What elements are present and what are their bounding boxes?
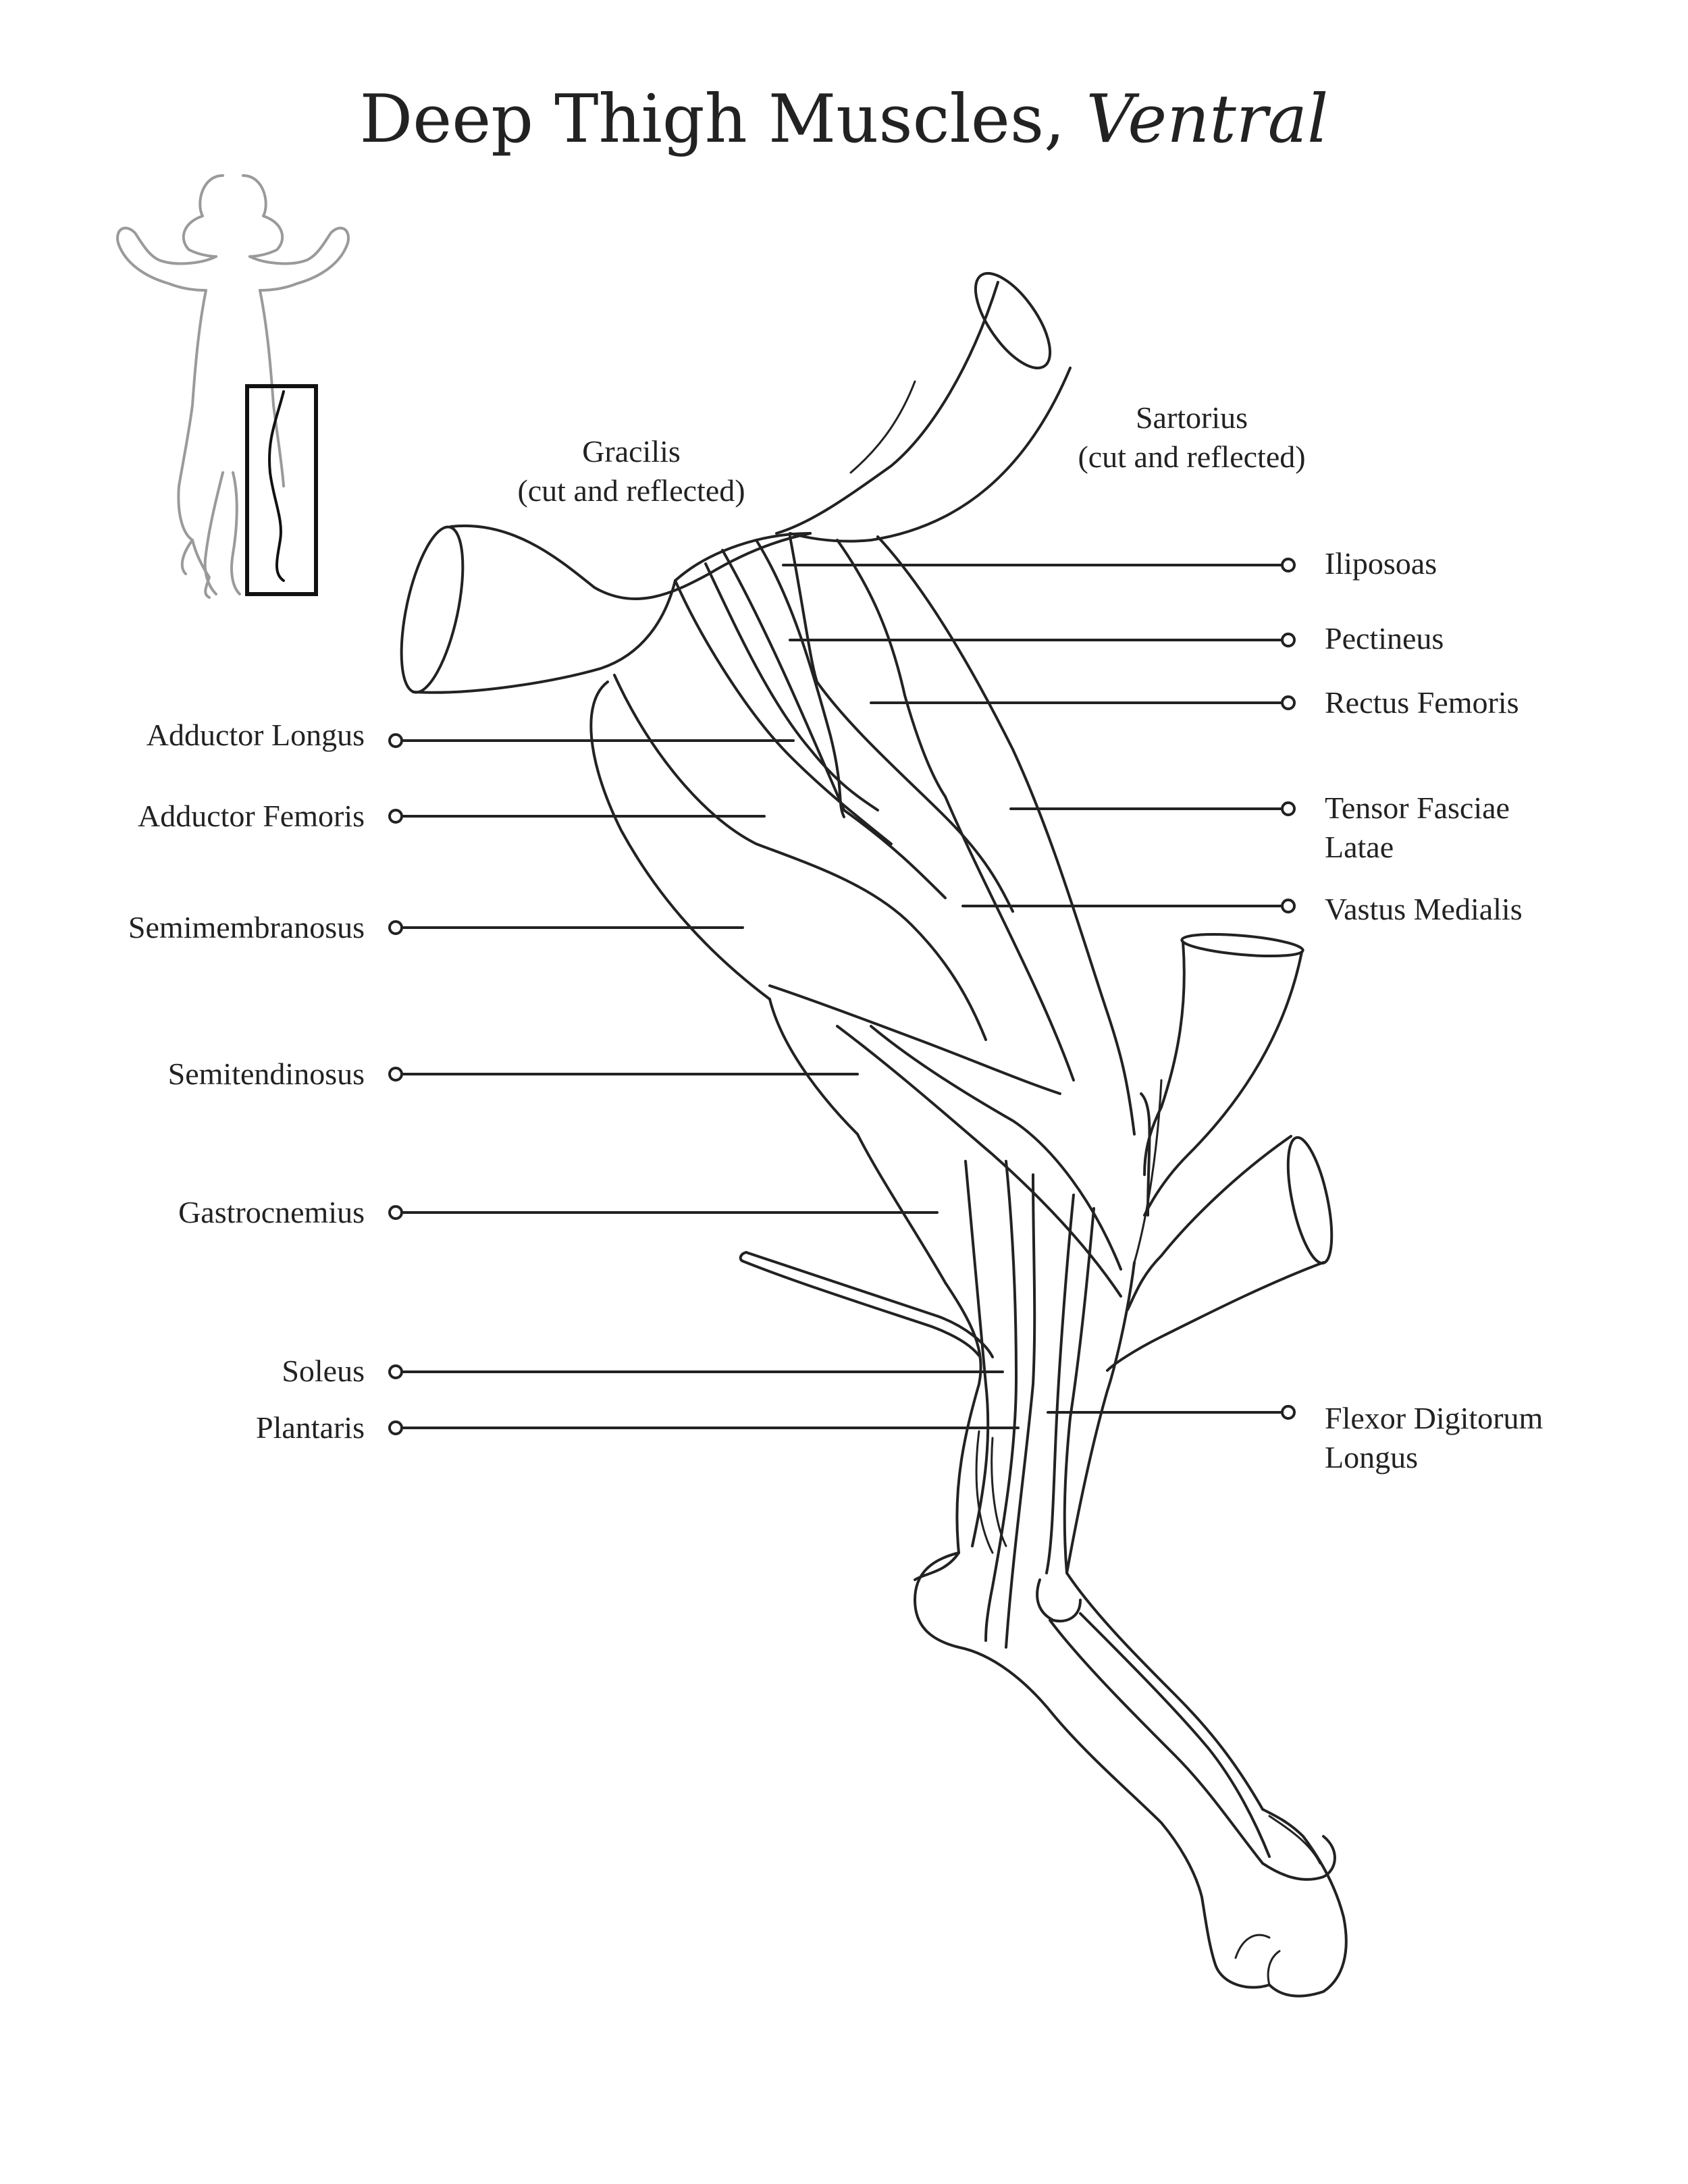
leader-lines-right	[782, 564, 1290, 1414]
locator-figure	[116, 174, 350, 599]
label-plantaris: Plantaris	[256, 1410, 365, 1445]
reflected-flaps-drawing	[1106, 932, 1334, 1372]
label-tensor-fasciae-latae: Tensor Fasciae Latae	[1325, 791, 1510, 864]
leader-lines-left	[394, 739, 1020, 1429]
tendon-strap-drawing	[739, 1251, 994, 1358]
label-flexor-digitorum-longus: Flexor Digitorum Longus	[1325, 1401, 1544, 1474]
sartorius-muscle-drawing	[775, 271, 1072, 543]
page-title: Deep Thigh Muscles, Ventral	[0, 81, 1688, 158]
label-adductor-longus: Adductor Longus	[146, 718, 365, 752]
label-pectineus: Pectineus	[1325, 621, 1444, 656]
label-soleus: Soleus	[282, 1354, 365, 1388]
title-view: Ventral	[1086, 81, 1329, 158]
label-gracilis: Gracilis (cut and reflected)	[517, 434, 745, 508]
locator-highlight-box	[245, 384, 318, 596]
thigh-muscles-drawing	[589, 535, 1151, 1649]
locator-leg-highlight	[268, 390, 285, 582]
label-semitendinosus: Semitendinosus	[167, 1057, 365, 1091]
label-sartorius: Sartorius (cut and reflected)	[1078, 400, 1306, 474]
title-main: Deep Thigh Muscles,	[359, 81, 1086, 158]
label-gastrocnemius: Gastrocnemius	[178, 1195, 365, 1229]
label-rectus-femoris: Rectus Femoris	[1325, 685, 1519, 720]
foot-drawing	[914, 1430, 1348, 1998]
leader-dots-left	[388, 733, 403, 1435]
label-adductor-femoris: Adductor Femoris	[137, 799, 365, 833]
label-vastus-medialis: Vastus Medialis	[1325, 892, 1523, 926]
label-semimembranosus: Semimembranosus	[128, 910, 365, 944]
gracilis-muscle-drawing	[400, 524, 812, 694]
leader-dots-right	[1281, 558, 1296, 1420]
label-iliposoas: Iliposoas	[1325, 546, 1438, 581]
